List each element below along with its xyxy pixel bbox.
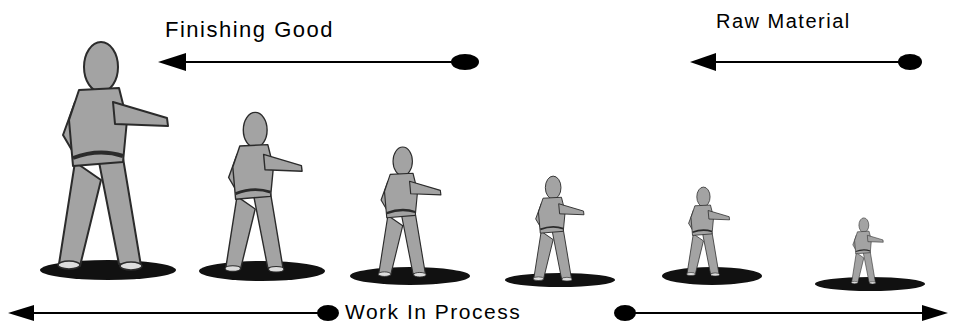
arrow-line [180, 61, 465, 63]
shadow [199, 261, 325, 281]
person-figure [687, 187, 730, 276]
arrow-dot [451, 54, 479, 70]
arrow-head [690, 53, 716, 71]
arrow-line [30, 312, 328, 314]
arrow-dot [317, 305, 339, 321]
arrow-head [922, 305, 948, 321]
person-figure [378, 147, 441, 277]
person-figure [58, 42, 168, 270]
caption-label: Raw Material [716, 10, 936, 32]
arrow-line [625, 312, 925, 314]
caption-label: Work In Process [345, 300, 620, 323]
arrow-line [710, 61, 910, 63]
person-figure [851, 218, 883, 284]
arrow-dot [614, 305, 636, 321]
arrow-head [158, 53, 186, 71]
person-figure [225, 112, 302, 272]
person-figure [533, 176, 584, 281]
shadow [505, 273, 615, 287]
caption-label: Finishing Good [165, 18, 465, 42]
arrow-dot [898, 54, 922, 70]
arrow-head [8, 305, 34, 321]
shadow [350, 267, 470, 285]
